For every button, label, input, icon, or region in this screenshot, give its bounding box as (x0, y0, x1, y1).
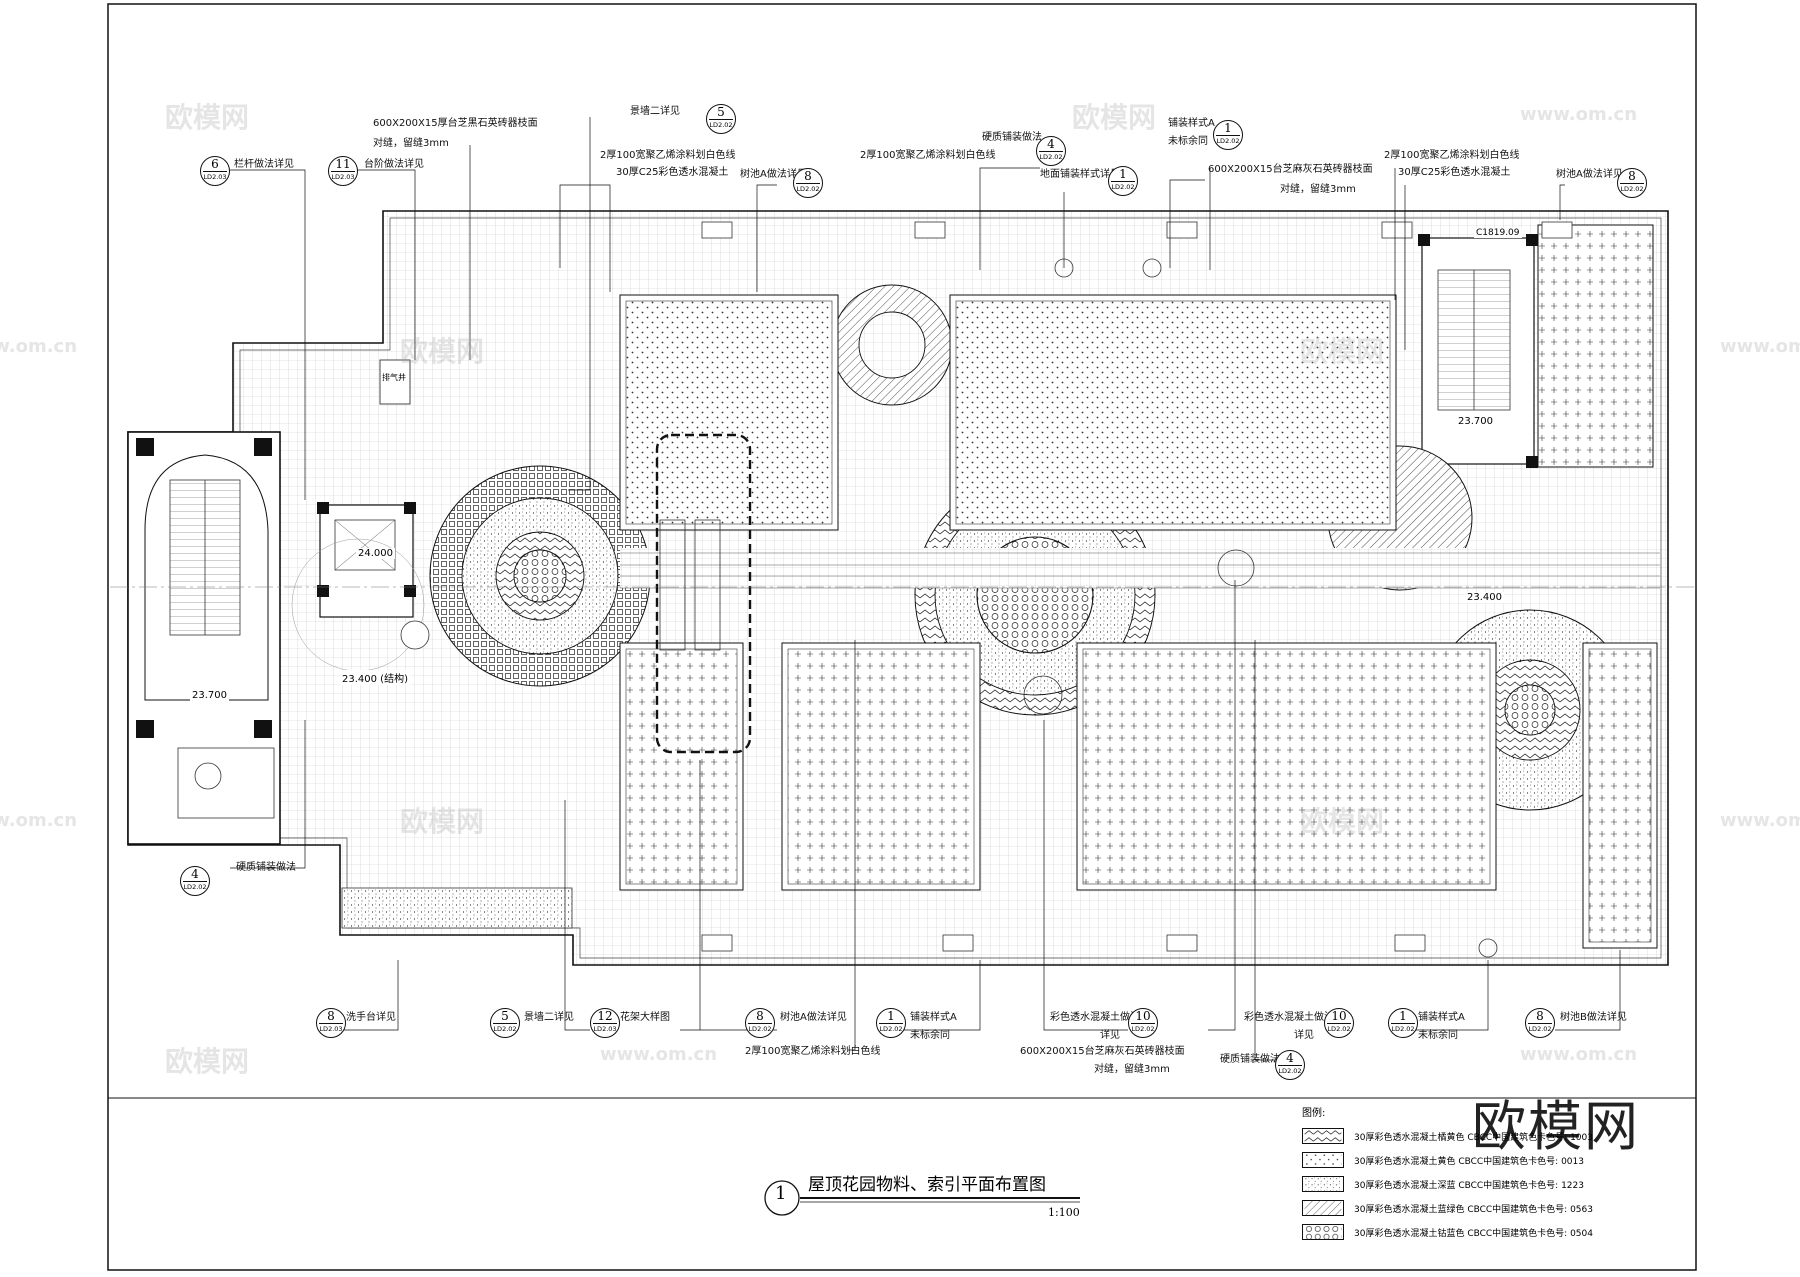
callout-railing: 栏杆做法详见 (234, 159, 294, 170)
watermark-brand: 欧模网 (165, 101, 250, 134)
watermark-site: www.om.cn (0, 810, 78, 831)
watermark-brand: 欧模网 (400, 805, 485, 838)
elevation-label: 23.700 (190, 690, 229, 701)
callout-stone-grey-joint: 对缝，留缝3mm (1280, 184, 1356, 195)
callout-hard-paving-top: 硬质铺装做法 (982, 132, 1042, 143)
drawing-scale: 1:100 (1048, 1206, 1080, 1219)
watermark-brand: 欧模网 (165, 1045, 250, 1078)
watermark-brand: 欧模网 (1300, 335, 1385, 368)
callout-paving-a-bottom-1: 铺装样式A (910, 1012, 957, 1023)
callout-paving-a-bottom-2-note: 未标余同 (1418, 1030, 1458, 1041)
callout-hard-paving-left: 硬质铺装做法 (236, 862, 296, 873)
callout-white-line-2: 2厚100宽聚乙烯涂料划白色线 (860, 150, 996, 161)
drawing-index-number: 1 (775, 1183, 787, 1204)
callout-permeable-concrete-1-note: 详见 (1100, 1030, 1120, 1041)
elevation-label: 24.000 (356, 548, 395, 559)
callout-steps: 台阶做法详见 (364, 159, 424, 170)
callout-white-line-3: 2厚100宽聚乙烯涂料划白色线 (1384, 150, 1520, 161)
legend-swatch-chevron (1302, 1128, 1344, 1144)
legend-swatch-hatch (1302, 1200, 1344, 1216)
callout-stone-black: 600X200X15厚台芝黑石英砖器枝面 (373, 118, 538, 129)
callout-stone-grey-bottom-joint: 对缝，留缝3mm (1094, 1064, 1170, 1075)
callout-permeable-concrete-2: 彩色透水混凝土做法 (1244, 1012, 1334, 1023)
callout-paving-a-top-note: 未标余同 (1168, 136, 1208, 147)
callout-stone-grey: 600X200X15台芝麻灰石英砖器枝面 (1208, 164, 1373, 175)
callout-concrete-2: 30厚C25彩色透水混凝土 (1398, 167, 1511, 178)
watermark-site: www.om.cn (1720, 810, 1800, 831)
callout-white-line-bottom: 2厚100宽聚乙烯涂料划白色线 (745, 1046, 881, 1057)
exhaust-shaft-label: 排气井 (382, 373, 406, 382)
callout-paving-a-top: 铺装样式A (1168, 118, 1215, 129)
callout-permeable-concrete-1: 彩色透水混凝土做法 (1050, 1012, 1140, 1023)
callout-ground-paving: 地面铺装样式详见 (1040, 169, 1120, 180)
callout-tree-pit-a-1: 树池A做法详见 (740, 169, 807, 180)
callout-white-line-1: 2厚100宽聚乙烯涂料划白色线 (600, 150, 736, 161)
legend-item: 30厚彩色透水混凝土钴蓝色 CBCC中国建筑色卡色号: 0504 (1288, 1222, 1683, 1244)
legend-item: 30厚彩色透水混凝土深蓝 CBCC中国建筑色卡色号: 1223 (1288, 1174, 1683, 1196)
callout-stone-black-joint: 对缝，留缝3mm (373, 138, 449, 149)
elevation-label: 23.400 (1465, 592, 1504, 603)
legend-swatch-hexes (1302, 1224, 1344, 1240)
legend-swatch-stipple (1302, 1176, 1344, 1192)
legend-item: 30厚彩色透水混凝土蓝绿色 CBCC中国建筑色卡色号: 0563 (1288, 1198, 1683, 1220)
callout-concrete-1: 30厚C25彩色透水混凝土 (616, 167, 729, 178)
callout-paving-a-bottom-1-note: 未标余同 (910, 1030, 950, 1041)
callout-tree-pit-b: 树池B做法详见 (1560, 1012, 1627, 1023)
window-code-label: C1819.09 (1474, 228, 1522, 238)
brand-logo: 欧模网 (1472, 1095, 1640, 1158)
callout-wash-basin: 洗手台详见 (346, 1012, 396, 1023)
elevation-label: 23.400 (结构) (340, 670, 410, 685)
callout-wall-two: 景墙二详见 (630, 106, 680, 117)
elevation-label: 23.700 (1456, 416, 1495, 427)
watermark-site: www.om.cn (1520, 1044, 1638, 1065)
callout-permeable-concrete-2-note: 详见 (1294, 1030, 1314, 1041)
callout-hard-paving-bottom: 硬质铺装做法 (1220, 1054, 1280, 1065)
legend-item: 30厚彩色透水混凝土橘黄色 CBCC中国建筑色卡色号: 1003 (1288, 1126, 1683, 1148)
legend-item: 30厚彩色透水混凝土黄色 CBCC中国建筑色卡色号: 0013 (1288, 1150, 1683, 1172)
drawing-title: 屋顶花园物料、索引平面布置图 (808, 1175, 1046, 1195)
watermark-site: www.om.cn (600, 1044, 718, 1065)
watermark-brand: 欧模网 (400, 335, 485, 368)
callout-stone-grey-bottom: 600X200X15台芝麻灰石英砖器枝面 (1020, 1046, 1185, 1057)
callout-pergola: 花架大样图 (620, 1012, 670, 1023)
callout-wall-two-bottom: 景墙二详见 (524, 1012, 574, 1023)
watermark-brand: 欧模网 (1072, 101, 1157, 134)
watermark-site: www.om.cn (0, 336, 78, 357)
callout-tree-pit-a-2: 树池A做法详见 (1556, 169, 1623, 180)
callout-tree-pit-a-bottom: 树池A做法详见 (780, 1012, 847, 1023)
callout-paving-a-bottom-2: 铺装样式A (1418, 1012, 1465, 1023)
legend-title: 图例: (1302, 1108, 1326, 1119)
watermark-site: www.om.cn (1720, 336, 1800, 357)
watermark-site: www.om.cn (1520, 104, 1638, 125)
legend-swatch-dots (1302, 1152, 1344, 1168)
watermark-brand: 欧模网 (1300, 805, 1385, 838)
